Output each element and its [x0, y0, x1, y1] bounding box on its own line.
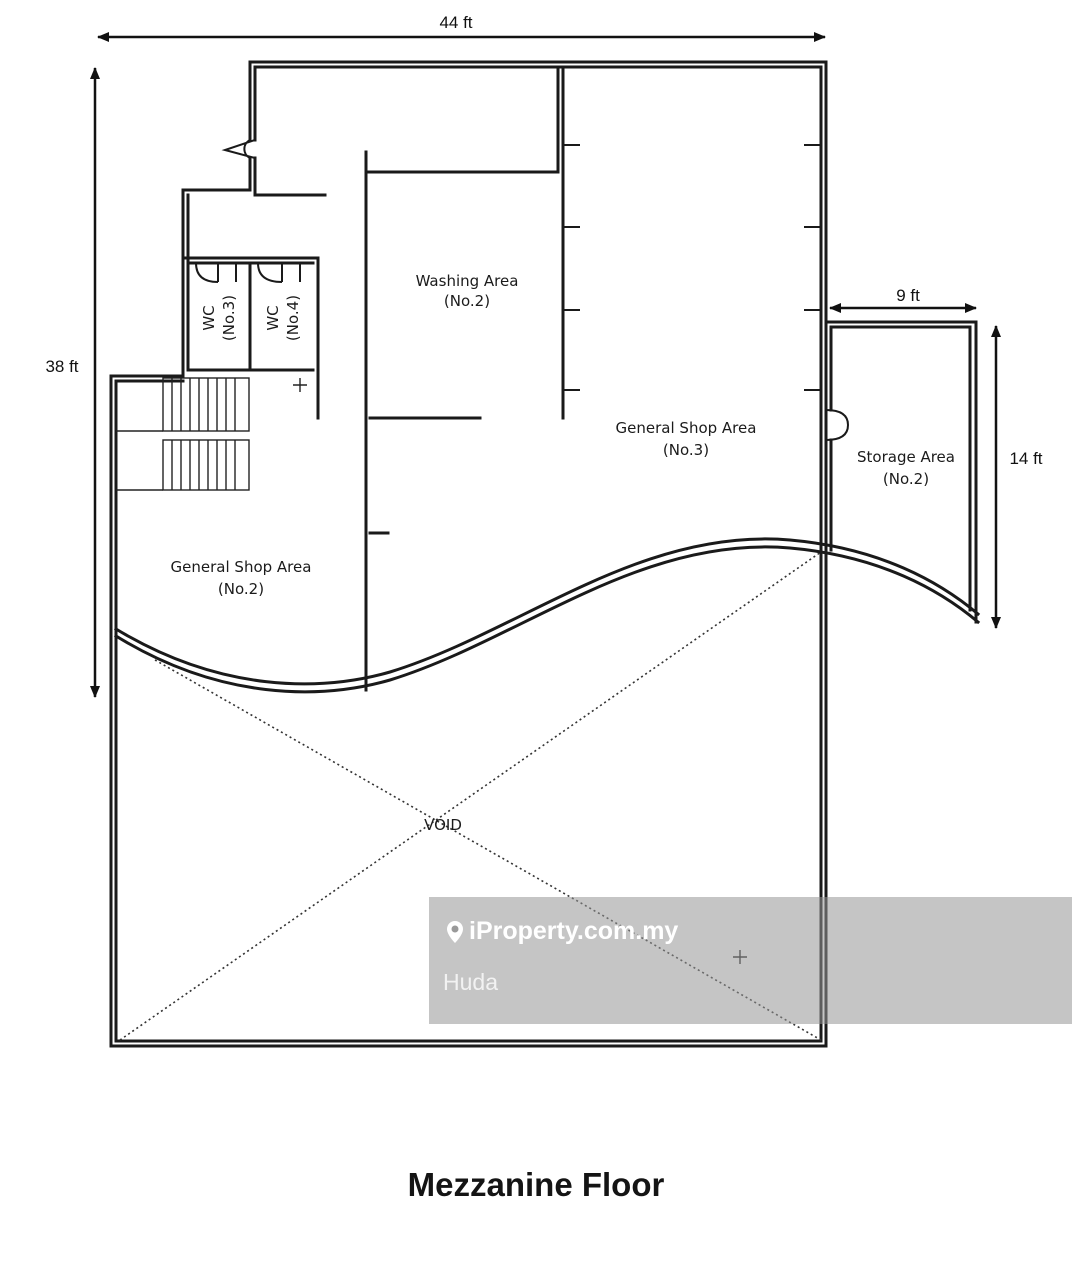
interior-walls	[181, 65, 978, 692]
shop-area-3-number: (No.3)	[663, 441, 709, 459]
shop-area-2-number: (No.2)	[218, 580, 264, 598]
shop-area-3-name: General Shop Area	[616, 419, 757, 437]
dimension-left-height-label: 38 ft	[45, 357, 78, 376]
shop-area-2-name: General Shop Area	[171, 558, 312, 576]
wc-3-name: WC	[200, 305, 218, 330]
dimension-storage-width-label: 9 ft	[896, 286, 920, 305]
room-label-washing-area: Washing Area (No.2)	[416, 272, 519, 310]
room-label-wc-4: WC (No.4)	[264, 295, 302, 341]
dimension-storage-height-label: 14 ft	[1009, 449, 1042, 468]
void-edge-curve	[113, 537, 981, 694]
doors	[195, 139, 850, 441]
dimension-top-width: 44 ft	[97, 13, 826, 42]
dimension-top-width-label: 44 ft	[439, 13, 472, 32]
outer-walls	[109, 60, 828, 1048]
wc-4-name: WC	[264, 305, 282, 330]
watermark-banner: iProperty.com.my Huda	[429, 897, 1072, 1024]
void-label: VOID	[424, 816, 462, 834]
washing-area-number: (No.2)	[444, 292, 490, 310]
dimension-storage-width: 9 ft	[829, 286, 977, 313]
dimension-left-height: 38 ft	[45, 67, 100, 698]
staircase	[116, 377, 307, 491]
location-pin-icon	[447, 920, 463, 943]
dimension-storage-height: 14 ft	[991, 325, 1043, 629]
room-label-storage-area: Storage Area (No.2)	[857, 448, 955, 488]
watermark-agent-name: Huda	[443, 969, 498, 995]
room-label-shop-area-2: General Shop Area (No.2)	[171, 558, 312, 598]
room-label-wc-3: WC (No.3)	[200, 295, 238, 341]
watermark-brand: iProperty.com.my	[445, 917, 678, 946]
storage-area-number: (No.2)	[883, 470, 929, 488]
washing-area-name: Washing Area	[416, 272, 519, 290]
room-label-shop-area-3: General Shop Area (No.3)	[616, 419, 757, 459]
watermark-brand-text: iProperty.com.my	[469, 917, 679, 945]
wc-4-number: (No.4)	[284, 295, 302, 341]
storage-area-name: Storage Area	[857, 448, 955, 466]
page-title: Mezzanine Floor	[407, 1166, 665, 1203]
wc-3-number: (No.3)	[220, 295, 238, 341]
